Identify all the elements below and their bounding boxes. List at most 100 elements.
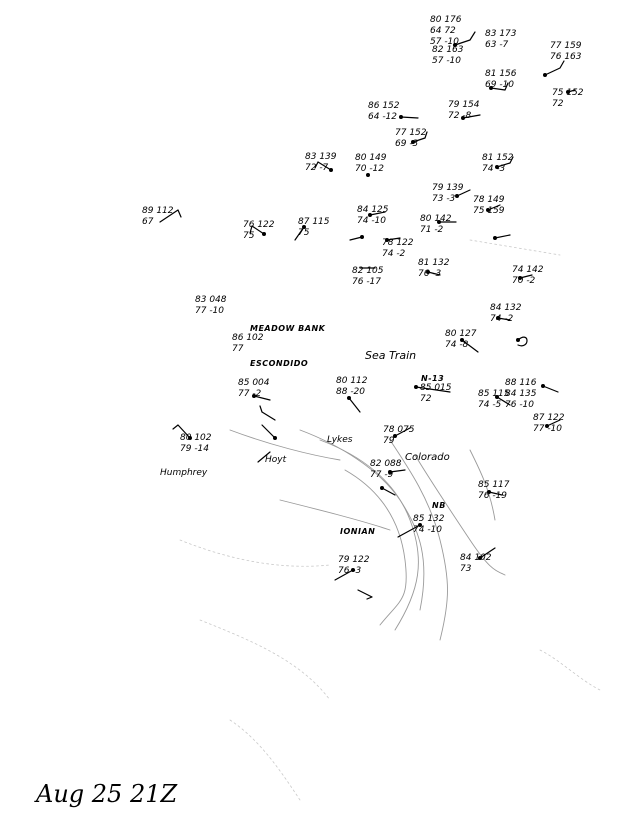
- observation-line: 83 139: [305, 152, 337, 162]
- observation-line: 76 -19: [478, 491, 507, 501]
- observation-line: 81 156: [485, 69, 517, 79]
- observation-line: 74 -2: [382, 249, 406, 259]
- station-symbols: [159, 31, 576, 600]
- observation-line: 77 159: [550, 41, 582, 51]
- observation-line: 84 125: [357, 205, 389, 215]
- observation-line: 79: [383, 436, 395, 446]
- observation-line: 84 135: [505, 389, 537, 399]
- observation-line: 64 -12: [368, 112, 397, 122]
- site-humphrey: Humphrey: [160, 468, 208, 478]
- observation-line: 73: [460, 564, 472, 574]
- observation-line: 79 122: [338, 555, 370, 565]
- observation-line: 77 -2: [238, 389, 262, 399]
- observation-line: 77 -10: [195, 306, 224, 316]
- observation-line: 72 -7: [305, 163, 329, 173]
- observation-line: 85 015: [420, 383, 452, 393]
- observation-line: 76 -17: [352, 277, 381, 287]
- observation-line: 85 132: [413, 514, 445, 524]
- site-escondido: ESCONDIDO: [250, 359, 308, 368]
- observation-line: 63 -7: [485, 40, 509, 50]
- observation-line: 57 -10: [430, 37, 459, 47]
- observation-line: 74 -10: [357, 216, 386, 226]
- observation-line: 78 075: [383, 425, 415, 435]
- observation-line: 72: [552, 99, 564, 109]
- observation-line: 76 -3: [338, 566, 362, 576]
- observation-line: 88 -20: [336, 387, 365, 397]
- site-hoyt: Hoyt: [265, 455, 287, 465]
- observation-line: 73 -3: [432, 194, 456, 204]
- observation-line: 74 -8: [445, 340, 469, 350]
- observation-line: 74 -3: [482, 164, 506, 174]
- observation-line: 84 132: [490, 303, 522, 313]
- observation-line: 80 149: [355, 153, 387, 163]
- observation-line: 76 163: [550, 52, 582, 62]
- site-lykes: Lykes: [327, 435, 353, 445]
- observation-line: 83 173: [485, 29, 517, 39]
- observation-line: 86 102: [232, 333, 264, 343]
- observation-line: 72: [420, 394, 432, 404]
- observation-line: 82 163: [432, 45, 464, 55]
- observation-line: 69 -3: [395, 139, 419, 149]
- faint-streamlines: [179, 239, 601, 801]
- observation-line: 72 -8: [448, 111, 472, 121]
- observation-line: 75: [298, 228, 310, 238]
- observation-line: 77 152: [395, 128, 427, 138]
- observation-line: 74 142: [512, 265, 544, 275]
- observation-line: 85 117: [478, 480, 510, 490]
- observation-line: 84 102: [460, 553, 492, 563]
- observation-line: 80 127: [445, 329, 477, 339]
- observation-line: 75 159: [473, 206, 505, 216]
- observation-line: 86 152: [368, 101, 400, 111]
- observation-line: 87 122: [533, 413, 565, 423]
- site-sea-train: Sea Train: [365, 349, 416, 362]
- observation-line: 74 -5: [478, 400, 502, 410]
- observation-line: 88 116: [505, 378, 537, 388]
- observation-line: 67: [142, 217, 154, 227]
- observation-line: 85 115: [478, 389, 510, 399]
- observation-line: 76 -3: [418, 269, 442, 279]
- observation-line: 57 -10: [432, 56, 461, 66]
- site-n13: N-13: [421, 374, 444, 383]
- observation-line: 79 139: [432, 183, 464, 193]
- observation-line: 76 122: [243, 220, 275, 230]
- observation-line: 78 149: [473, 195, 505, 205]
- observation-line: 64 72: [430, 26, 456, 36]
- observation-line: 79 -14: [180, 444, 209, 454]
- observation-line: 74 -10: [413, 525, 442, 535]
- site-labels: MEADOW BANK ESCONDIDO Sea Train Colorado…: [160, 324, 450, 536]
- observation-line: 71 -2: [420, 225, 444, 235]
- observation-line: 85 004: [238, 378, 270, 388]
- observation-line: 77 -9: [370, 470, 394, 480]
